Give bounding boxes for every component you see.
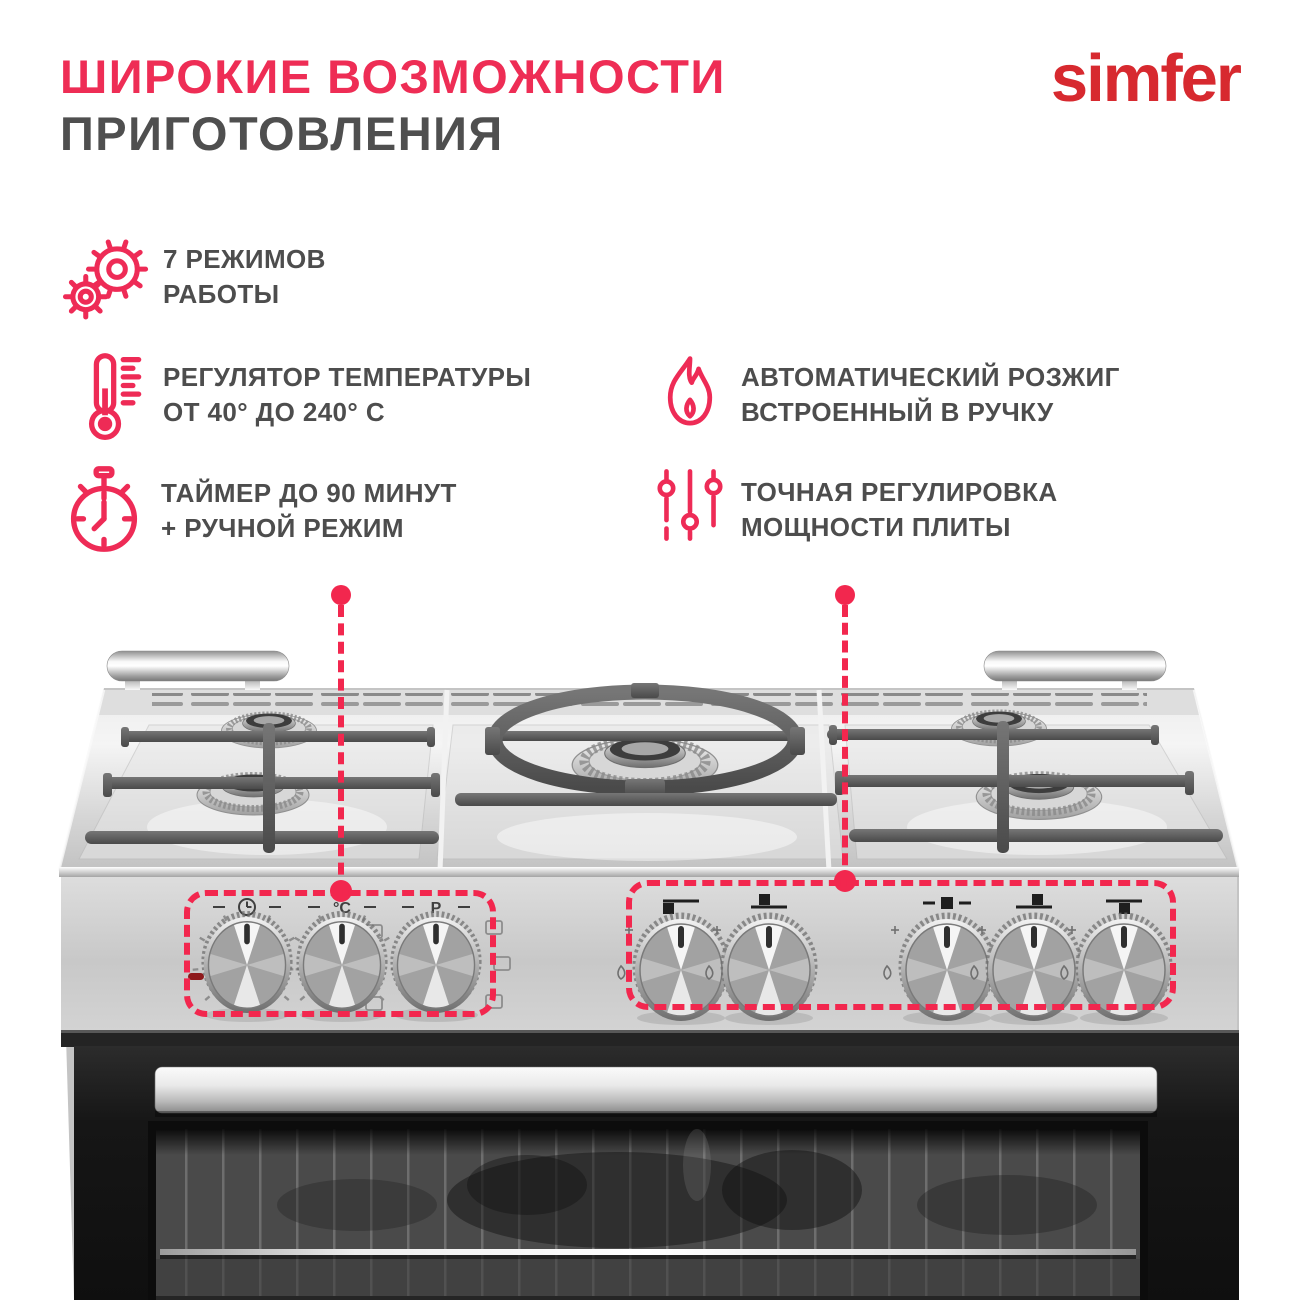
feature-modes-line1: 7 РЕЖИМОВ: [163, 244, 326, 274]
callout-box-burner-knobs: [626, 880, 1176, 1010]
burner-position-icon-center: [923, 897, 971, 909]
callout-line-left: [338, 605, 344, 893]
flame-icon: [645, 350, 735, 436]
feature-modes: 7 РЕЖИМОВ РАБОТЫ: [55, 236, 326, 328]
burner-position-icons: [663, 894, 1142, 914]
grate-left: [85, 723, 440, 853]
oven-knob-labels: [213, 898, 470, 916]
cooktop: [57, 683, 1241, 877]
simfer-logo: simfer: [1050, 41, 1242, 116]
thermometer-icon: [55, 350, 157, 446]
indicator-led: [188, 973, 204, 980]
page-title-line2: ПРИГОТОВЛЕНИЯ: [60, 107, 504, 160]
burner-position-icon-back-left: [751, 894, 787, 909]
callout-line-right: [842, 605, 848, 883]
page-title-line1: ШИРОКИЕ ВОЗМОЖНОСТИ: [60, 50, 726, 103]
burner-position-icon-front-left: [663, 899, 699, 914]
page-title: ШИРОКИЕ ВОЗМОЖНОСТИ ПРИГОТОВЛЕНИЯ: [60, 48, 726, 162]
feature-timer-line2: + РУЧНОЙ РЕЖИМ: [161, 513, 404, 543]
vent-slots: [152, 693, 1147, 713]
stove-photo: °C P: [57, 645, 1243, 1300]
feature-ignition-line1: АВТОМАТИЧЕСКИЙ РОЗЖИГ: [741, 362, 1120, 392]
callout-dot-right: [835, 585, 855, 605]
callout-dot-left: [331, 585, 351, 605]
small-gear: [62, 273, 109, 320]
feature-timer-line1: ТАЙМЕР ДО 90 МИНУТ: [161, 478, 457, 508]
feature-power-line2: МОЩНОСТИ ПЛИТЫ: [741, 512, 1011, 542]
feature-ignition-line2: ВСТРОЕННЫЙ В РУЧКУ: [741, 397, 1054, 427]
stopwatch-icon: [53, 462, 155, 560]
gears-icon: [55, 236, 157, 328]
oven-door: [74, 1046, 1239, 1300]
clock-icon: [238, 898, 256, 916]
callout-box-oven-knobs: [184, 890, 496, 1017]
burner-position-icon-back-right: [1016, 894, 1052, 909]
panel-bottom-edge: [61, 1030, 1239, 1033]
feature-thermostat: РЕГУЛЯТОР ТЕМПЕРАТУРЫ ОТ 40° ДО 240° С: [55, 350, 531, 446]
feature-modes-line2: РАБОТЫ: [163, 279, 280, 309]
feature-thermostat-line2: ОТ 40° ДО 240° С: [163, 397, 386, 427]
feature-thermostat-line1: РЕГУЛЯТОР ТЕМПЕРАТУРЫ: [163, 362, 532, 392]
wok-ring: [455, 683, 837, 806]
sliders-icon: [645, 463, 735, 547]
feature-timer: ТАЙМЕР ДО 90 МИНУТ + РУЧНОЙ РЕЖИМ: [53, 462, 457, 560]
oven-door-window: [148, 1121, 1148, 1300]
grate-right: [827, 721, 1223, 853]
oven-door-handle: [154, 1066, 1158, 1114]
feature-power-control: ТОЧНАЯ РЕГУЛИРОВКА МОЩНОСТИ ПЛИТЫ: [645, 463, 1058, 547]
oven-rack-rail: [160, 1249, 1136, 1255]
oven-knob-program-label: P: [431, 900, 442, 917]
feature-power-line1: ТОЧНАЯ РЕГУЛИРОВКА: [741, 477, 1058, 507]
feature-ignition: АВТОМАТИЧЕСКИЙ РОЗЖИГ ВСТРОЕННЫЙ В РУЧКУ: [645, 350, 1120, 436]
burner-position-icon-front-right: [1106, 899, 1142, 914]
